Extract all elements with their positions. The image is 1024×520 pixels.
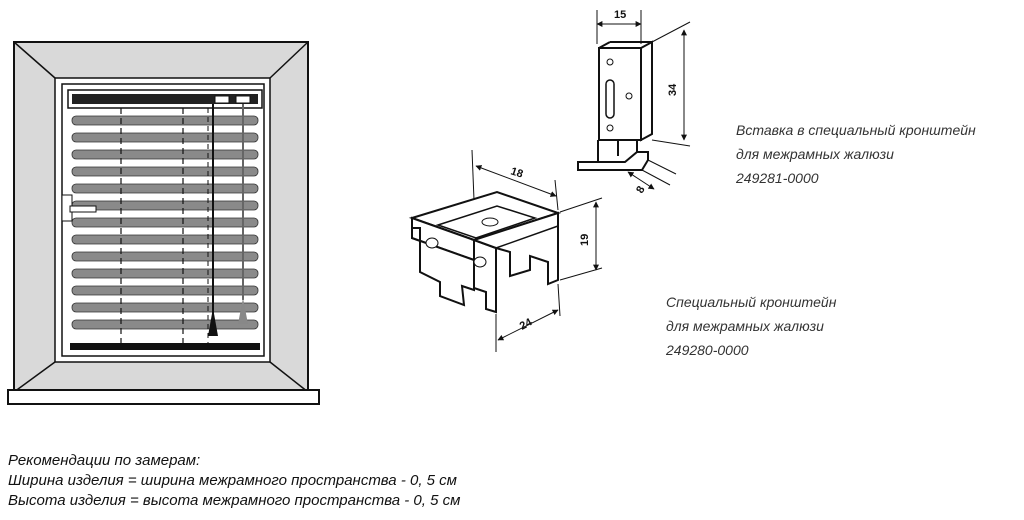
recommendation-width-formula: Ширина изделия = ширина межрамного прост… (8, 472, 457, 489)
cord-tassel-black (208, 308, 218, 336)
special-bracket-caption: Специальный кронштейн для межрамных жалю… (666, 290, 836, 362)
recommendations-title: Рекомендации по замерам: (8, 452, 201, 469)
insert-bracket-part-number: 249281-0000 (736, 170, 819, 186)
window-sill (7, 389, 320, 405)
blind-slats (71, 115, 259, 330)
insert-bracket-caption: Вставка в специальный кронштейн для межр… (736, 118, 976, 190)
insert-width-dim: 15 (614, 9, 626, 21)
special-bracket-caption-line: для межрамных жалюзи (666, 318, 824, 334)
special-bracket-drawing (408, 149, 603, 352)
cord-tassel-gray (238, 298, 248, 324)
measurement-recommendations: Рекомендации по замерам: Ширина изделия … (8, 451, 460, 511)
special-width-dim: 24 (518, 316, 535, 333)
special-height-dim: 19 (579, 234, 591, 246)
window-illustration (7, 41, 320, 405)
blind-bottom-rail (70, 343, 260, 350)
insert-bracket-caption-line: для межрамных жалюзи (736, 146, 894, 162)
recommendation-height-formula: Высота изделия = высота межрамного прост… (8, 492, 461, 509)
special-bracket-caption-line: Специальный кронштейн (666, 294, 837, 310)
insert-bracket-drawing (577, 10, 691, 190)
window-handle (61, 194, 97, 222)
special-bracket-part-number: 249280-0000 (666, 342, 749, 358)
special-length-dim: 18 (509, 165, 524, 180)
insert-height-dim: 34 (667, 83, 679, 96)
insert-depth-dim: 8 (634, 184, 647, 195)
insert-bracket-caption-line: Вставка в специальный кронштейн (736, 122, 976, 138)
